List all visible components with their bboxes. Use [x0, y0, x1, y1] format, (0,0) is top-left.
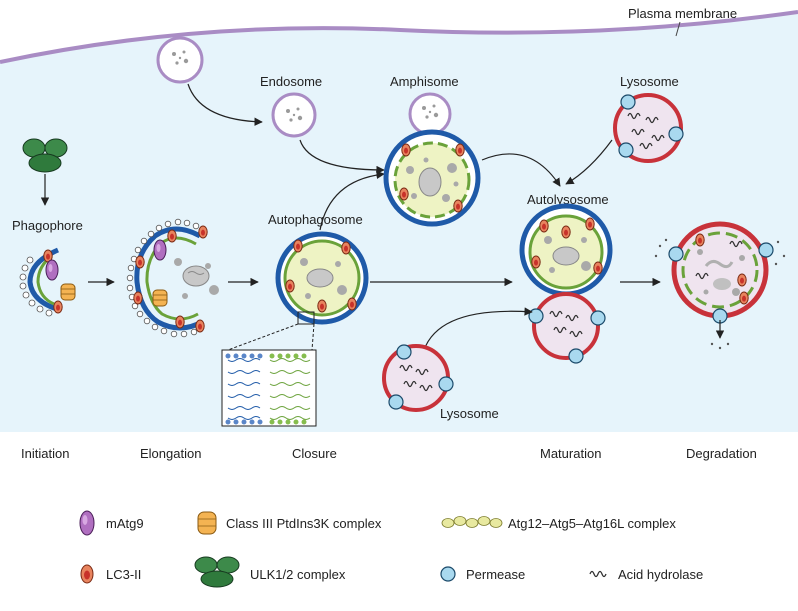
stage-maturation: Maturation	[540, 446, 601, 461]
endocytic-vesicle	[156, 36, 204, 84]
arrow-autophagosome-to-amphisome	[319, 170, 385, 231]
amphisome-label: Amphisome	[390, 74, 459, 89]
stage-closure: Closure	[292, 446, 337, 461]
legend-hydrolase-label: Acid hydrolase	[618, 567, 703, 582]
ulk-complex	[22, 138, 68, 173]
autolysosome	[519, 203, 613, 364]
elongating-phagophore	[126, 218, 219, 338]
legend: mAtg9 Class III PtdIns3K complex Atg12–A…	[79, 510, 703, 588]
stage-degradation: Degradation	[686, 446, 757, 461]
autolysosome-label: Autolysosome	[527, 192, 609, 207]
zoom-line-right	[311, 323, 315, 351]
zoom-line-left	[227, 323, 299, 351]
legend-matg9-label: mAtg9	[106, 516, 144, 531]
phagophore	[19, 247, 76, 317]
atg12-icon	[441, 516, 503, 528]
lc3-icon	[80, 564, 94, 584]
permease-icon	[440, 566, 456, 582]
pi3k-icon	[197, 511, 217, 535]
legend-permease-label: Permease	[466, 567, 525, 582]
arrow-to-endosome	[187, 83, 263, 126]
degrading-autolysosome	[654, 221, 786, 350]
amphisome	[383, 92, 481, 227]
endosome	[271, 92, 317, 138]
legend-pi3k-label: Class III PtdIns3K complex	[226, 516, 382, 531]
lysosome-bottom	[382, 344, 454, 412]
stage-elongation: Elongation	[140, 446, 201, 461]
arrow-lysosome-to-autolysosome	[565, 139, 613, 185]
membrane-bilayer-zoom	[221, 349, 317, 427]
autophagosome-label: Autophagosome	[268, 212, 363, 227]
arrow-amphisome-to-autolysosome	[481, 153, 561, 187]
ulk-icon	[194, 556, 240, 588]
arrow-endosome-to-amphisome	[299, 139, 385, 175]
legend-lc3-label: LC3-II	[106, 567, 141, 582]
plasma-membrane-label: Plasma membrane	[628, 6, 737, 21]
endosome-label: Endosome	[260, 74, 322, 89]
hydrolase-icon	[589, 570, 607, 578]
membrane-zoom-marker	[297, 311, 315, 325]
lysosome-top-label: Lysosome	[620, 74, 679, 89]
legend-atg12-label: Atg12–Atg5–Atg16L complex	[508, 516, 676, 531]
lysosome-top	[613, 93, 684, 163]
arrow-bottom-lysosome-to-autolysosome	[423, 307, 533, 351]
plasma-membrane-pointer	[675, 21, 681, 37]
stage-initiation: Initiation	[21, 446, 69, 461]
legend-ulk-label: ULK1/2 complex	[250, 567, 346, 582]
plasma-membrane	[0, 10, 798, 64]
matg9-icon	[79, 510, 95, 536]
phagophore-label: Phagophore	[12, 218, 83, 233]
lysosome-bottom-label: Lysosome	[440, 406, 499, 421]
autophagosome	[275, 231, 369, 325]
